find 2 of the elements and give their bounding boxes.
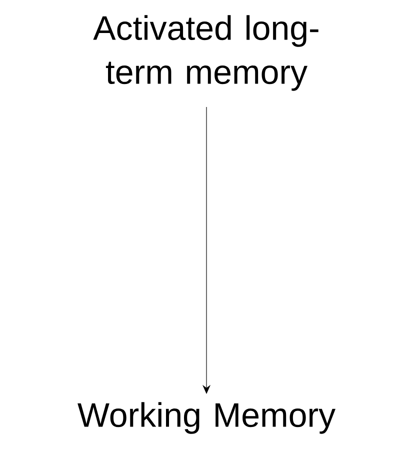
text-label: Working Memory xyxy=(78,402,336,434)
text-label: Activated long-term memory xyxy=(93,15,318,91)
